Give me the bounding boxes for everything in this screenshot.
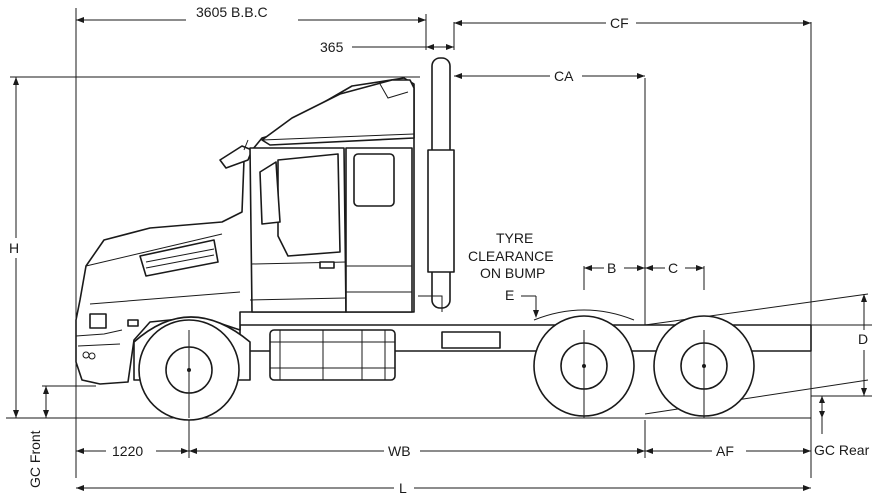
extension-lines	[6, 8, 872, 478]
dim-af: AF	[645, 442, 811, 460]
c-label: C	[668, 260, 678, 276]
roof-fairing	[261, 79, 415, 146]
cab-gap-label: 365	[320, 39, 344, 55]
hood-vent	[139, 239, 219, 277]
b-label: B	[607, 260, 616, 276]
front-wheel	[133, 316, 251, 421]
headlight	[89, 313, 107, 329]
tyre-clearance-line2: CLEARANCE	[468, 248, 554, 264]
dim-c: C	[645, 259, 704, 277]
tyre-clearance-note: TYRE CLEARANCE ON BUMP	[468, 230, 554, 281]
af-label: AF	[716, 443, 734, 459]
exhaust-stack	[418, 57, 455, 312]
dim-gc-front: GC Front	[27, 386, 49, 488]
gc-front-label: GC Front	[27, 430, 43, 488]
dim-d: D	[856, 294, 872, 396]
truck-drawing	[75, 57, 869, 421]
fuel-tank	[269, 329, 396, 381]
d-label: D	[858, 331, 868, 347]
dim-wb: WB	[189, 442, 645, 460]
tyre-clearance-line3: ON BUMP	[480, 265, 545, 281]
dim-cf: CF	[454, 14, 811, 32]
dim-b: B	[584, 259, 645, 277]
dim-bbc: 3605 B.B.C	[76, 4, 426, 23]
ca-label: CA	[554, 68, 574, 84]
dim-ca: CA	[454, 67, 645, 85]
wb-label: WB	[388, 443, 411, 459]
gc-rear-label: GC Rear	[814, 442, 870, 458]
h-label: H	[9, 240, 19, 256]
dim-h: H	[6, 77, 26, 418]
bbc-label: 3605 B.B.C	[196, 4, 268, 20]
e-label: E	[505, 287, 514, 303]
dim-l: L	[76, 479, 811, 494]
front-overhang-label: 1220	[112, 443, 143, 459]
l-label: L	[399, 480, 407, 494]
dim-gc-rear: GC Rear	[814, 396, 870, 458]
sleeper-window	[353, 153, 395, 207]
dim-cab-gap: 365	[320, 39, 454, 55]
dim-front-overhang: 1220	[76, 442, 189, 460]
dim-e: E	[505, 287, 539, 318]
cab-window	[277, 153, 341, 257]
tyre-clearance-line1: TYRE	[496, 230, 533, 246]
cf-label: CF	[610, 15, 629, 31]
